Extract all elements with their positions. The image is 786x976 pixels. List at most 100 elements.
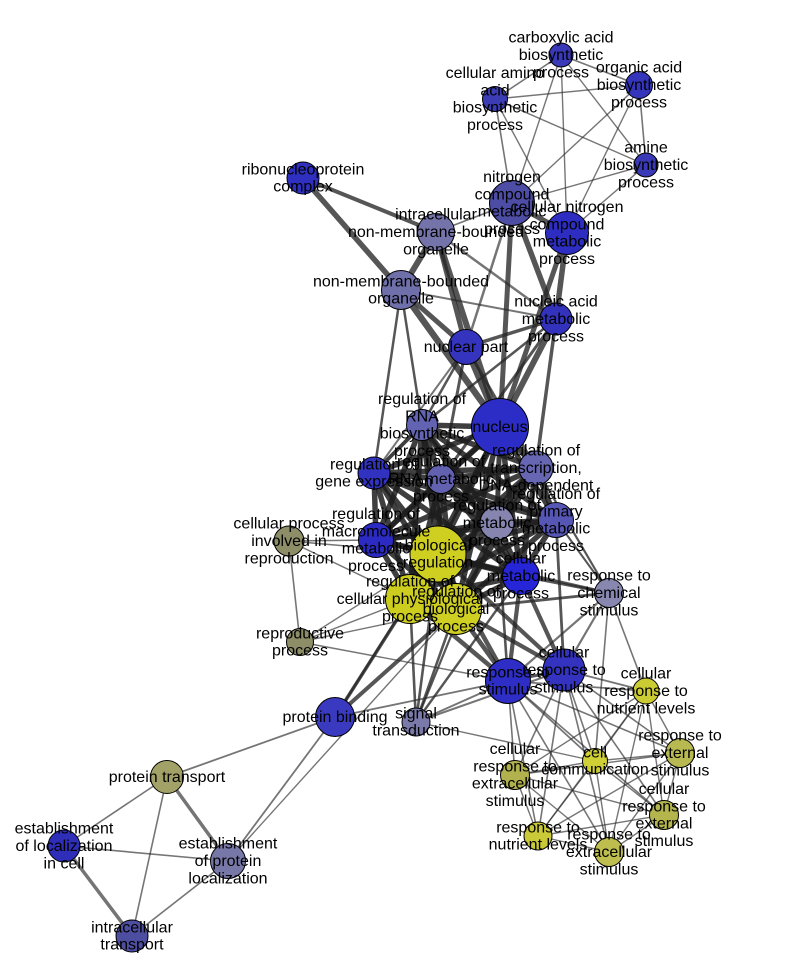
- svg-text:stimulus: stimulus: [535, 679, 594, 696]
- svg-text:process: process: [413, 488, 469, 505]
- svg-text:cellular: cellular: [639, 781, 690, 798]
- svg-text:stimulus: stimulus: [486, 793, 545, 810]
- svg-text:process: process: [611, 94, 667, 111]
- svg-text:extracellular: extracellular: [566, 844, 653, 861]
- svg-text:transcription,: transcription,: [490, 460, 582, 477]
- svg-text:cellular physiological: cellular physiological: [337, 591, 484, 608]
- svg-text:signal: signal: [395, 705, 437, 722]
- svg-text:RNA: RNA: [405, 408, 439, 425]
- svg-text:establishment: establishment: [15, 821, 114, 838]
- svg-text:ribonucleoprotein: ribonucleoprotein: [242, 161, 365, 178]
- svg-text:process: process: [528, 328, 584, 345]
- svg-text:regulation of: regulation of: [378, 391, 467, 408]
- svg-text:biosynthetic: biosynthetic: [597, 77, 682, 94]
- svg-text:process: process: [348, 558, 404, 575]
- svg-text:response to: response to: [604, 683, 688, 700]
- svg-text:biosynthetic: biosynthetic: [604, 157, 689, 174]
- svg-text:process: process: [618, 174, 674, 191]
- svg-text:process: process: [539, 251, 595, 268]
- svg-text:stimulus: stimulus: [580, 861, 639, 878]
- svg-text:external: external: [636, 816, 693, 833]
- svg-text:regulation: regulation: [403, 555, 473, 572]
- svg-text:metabolic: metabolic: [478, 204, 546, 221]
- svg-text:transport: transport: [100, 937, 164, 954]
- svg-text:organelle: organelle: [368, 291, 434, 308]
- svg-text:non-membrane-bounded: non-membrane-bounded: [348, 224, 524, 241]
- svg-text:stimulus: stimulus: [479, 682, 538, 699]
- svg-text:amine: amine: [624, 140, 668, 157]
- svg-text:protein transport: protein transport: [109, 769, 226, 786]
- svg-text:regulation of: regulation of: [366, 574, 455, 591]
- svg-text:regulation of: regulation of: [397, 454, 486, 471]
- svg-text:macromolecule: macromolecule: [322, 523, 431, 540]
- svg-text:process: process: [469, 532, 525, 549]
- svg-text:metabolic: metabolic: [487, 568, 555, 585]
- svg-text:response to: response to: [567, 827, 651, 844]
- svg-text:reproduction: reproduction: [245, 550, 334, 567]
- svg-text:cellular: cellular: [539, 645, 590, 662]
- svg-text:process: process: [394, 443, 450, 460]
- svg-text:nitrogen: nitrogen: [483, 169, 541, 186]
- svg-text:metabolic: metabolic: [533, 234, 601, 251]
- svg-text:process: process: [272, 643, 328, 660]
- svg-text:regulation of: regulation of: [453, 498, 542, 515]
- svg-text:stimulus: stimulus: [635, 833, 694, 850]
- svg-text:metabolic: metabolic: [522, 521, 590, 538]
- svg-text:biosynthetic: biosynthetic: [453, 100, 538, 117]
- svg-text:primary: primary: [529, 503, 582, 520]
- svg-text:metabolic: metabolic: [463, 515, 531, 532]
- svg-text:stimulus: stimulus: [651, 762, 710, 779]
- svg-text:gene expression: gene expression: [315, 474, 432, 491]
- svg-text:acid: acid: [480, 82, 509, 99]
- svg-text:regulation of: regulation of: [332, 506, 421, 523]
- svg-text:biosynthetic: biosynthetic: [380, 426, 465, 443]
- svg-text:process: process: [484, 221, 540, 238]
- svg-text:response to: response to: [522, 662, 606, 679]
- svg-text:reproductive: reproductive: [256, 625, 344, 642]
- svg-text:compound: compound: [530, 216, 605, 233]
- svg-text:biosynthetic: biosynthetic: [519, 47, 604, 64]
- svg-text:stimulus: stimulus: [580, 602, 639, 619]
- svg-text:external: external: [652, 745, 709, 762]
- svg-text:involved in: involved in: [251, 533, 327, 550]
- svg-text:cellular: cellular: [496, 551, 547, 568]
- svg-text:regulation of: regulation of: [512, 486, 601, 503]
- svg-text:nucleus: nucleus: [472, 419, 527, 436]
- svg-text:cell: cell: [583, 744, 607, 761]
- svg-text:regulation of: regulation of: [330, 456, 419, 473]
- svg-text:establishment: establishment: [179, 836, 278, 853]
- svg-text:chemical: chemical: [577, 585, 640, 602]
- svg-text:cellular: cellular: [490, 741, 541, 758]
- svg-text:response to: response to: [496, 819, 580, 836]
- svg-text:intracellular: intracellular: [91, 919, 173, 936]
- svg-text:process: process: [533, 64, 589, 81]
- svg-text:protein binding: protein binding: [283, 709, 388, 726]
- svg-text:localization: localization: [188, 870, 267, 887]
- svg-text:process: process: [528, 538, 584, 555]
- svg-text:DNA-dependent: DNA-dependent: [479, 477, 594, 494]
- svg-text:organic acid: organic acid: [596, 60, 682, 77]
- svg-text:regulation of: regulation of: [412, 584, 501, 601]
- svg-text:process: process: [493, 585, 549, 602]
- svg-text:compound: compound: [475, 186, 550, 203]
- svg-text:nucleic acid: nucleic acid: [514, 294, 598, 311]
- svg-text:response to: response to: [473, 758, 557, 775]
- svg-text:non-membrane-bounded: non-membrane-bounded: [313, 273, 489, 290]
- svg-text:nutrient levels: nutrient levels: [597, 700, 696, 717]
- svg-text:cellular: cellular: [621, 666, 672, 683]
- svg-text:biological: biological: [423, 601, 490, 618]
- svg-text:process: process: [467, 117, 523, 134]
- svg-text:cellular process: cellular process: [233, 516, 344, 533]
- svg-text:regulation of: regulation of: [492, 443, 581, 460]
- svg-text:intracellular: intracellular: [395, 207, 477, 224]
- svg-text:complex: complex: [273, 179, 333, 196]
- svg-text:nutrient levels: nutrient levels: [489, 837, 588, 854]
- svg-text:of localization: of localization: [16, 838, 113, 855]
- svg-text:process: process: [428, 618, 484, 635]
- svg-text:metabolic: metabolic: [342, 541, 410, 558]
- svg-text:cellular nitrogen: cellular nitrogen: [511, 199, 624, 216]
- svg-text:communication: communication: [541, 762, 649, 779]
- svg-text:transduction: transduction: [372, 723, 459, 740]
- svg-text:response to: response to: [622, 798, 706, 815]
- svg-text:extracellular: extracellular: [472, 776, 559, 793]
